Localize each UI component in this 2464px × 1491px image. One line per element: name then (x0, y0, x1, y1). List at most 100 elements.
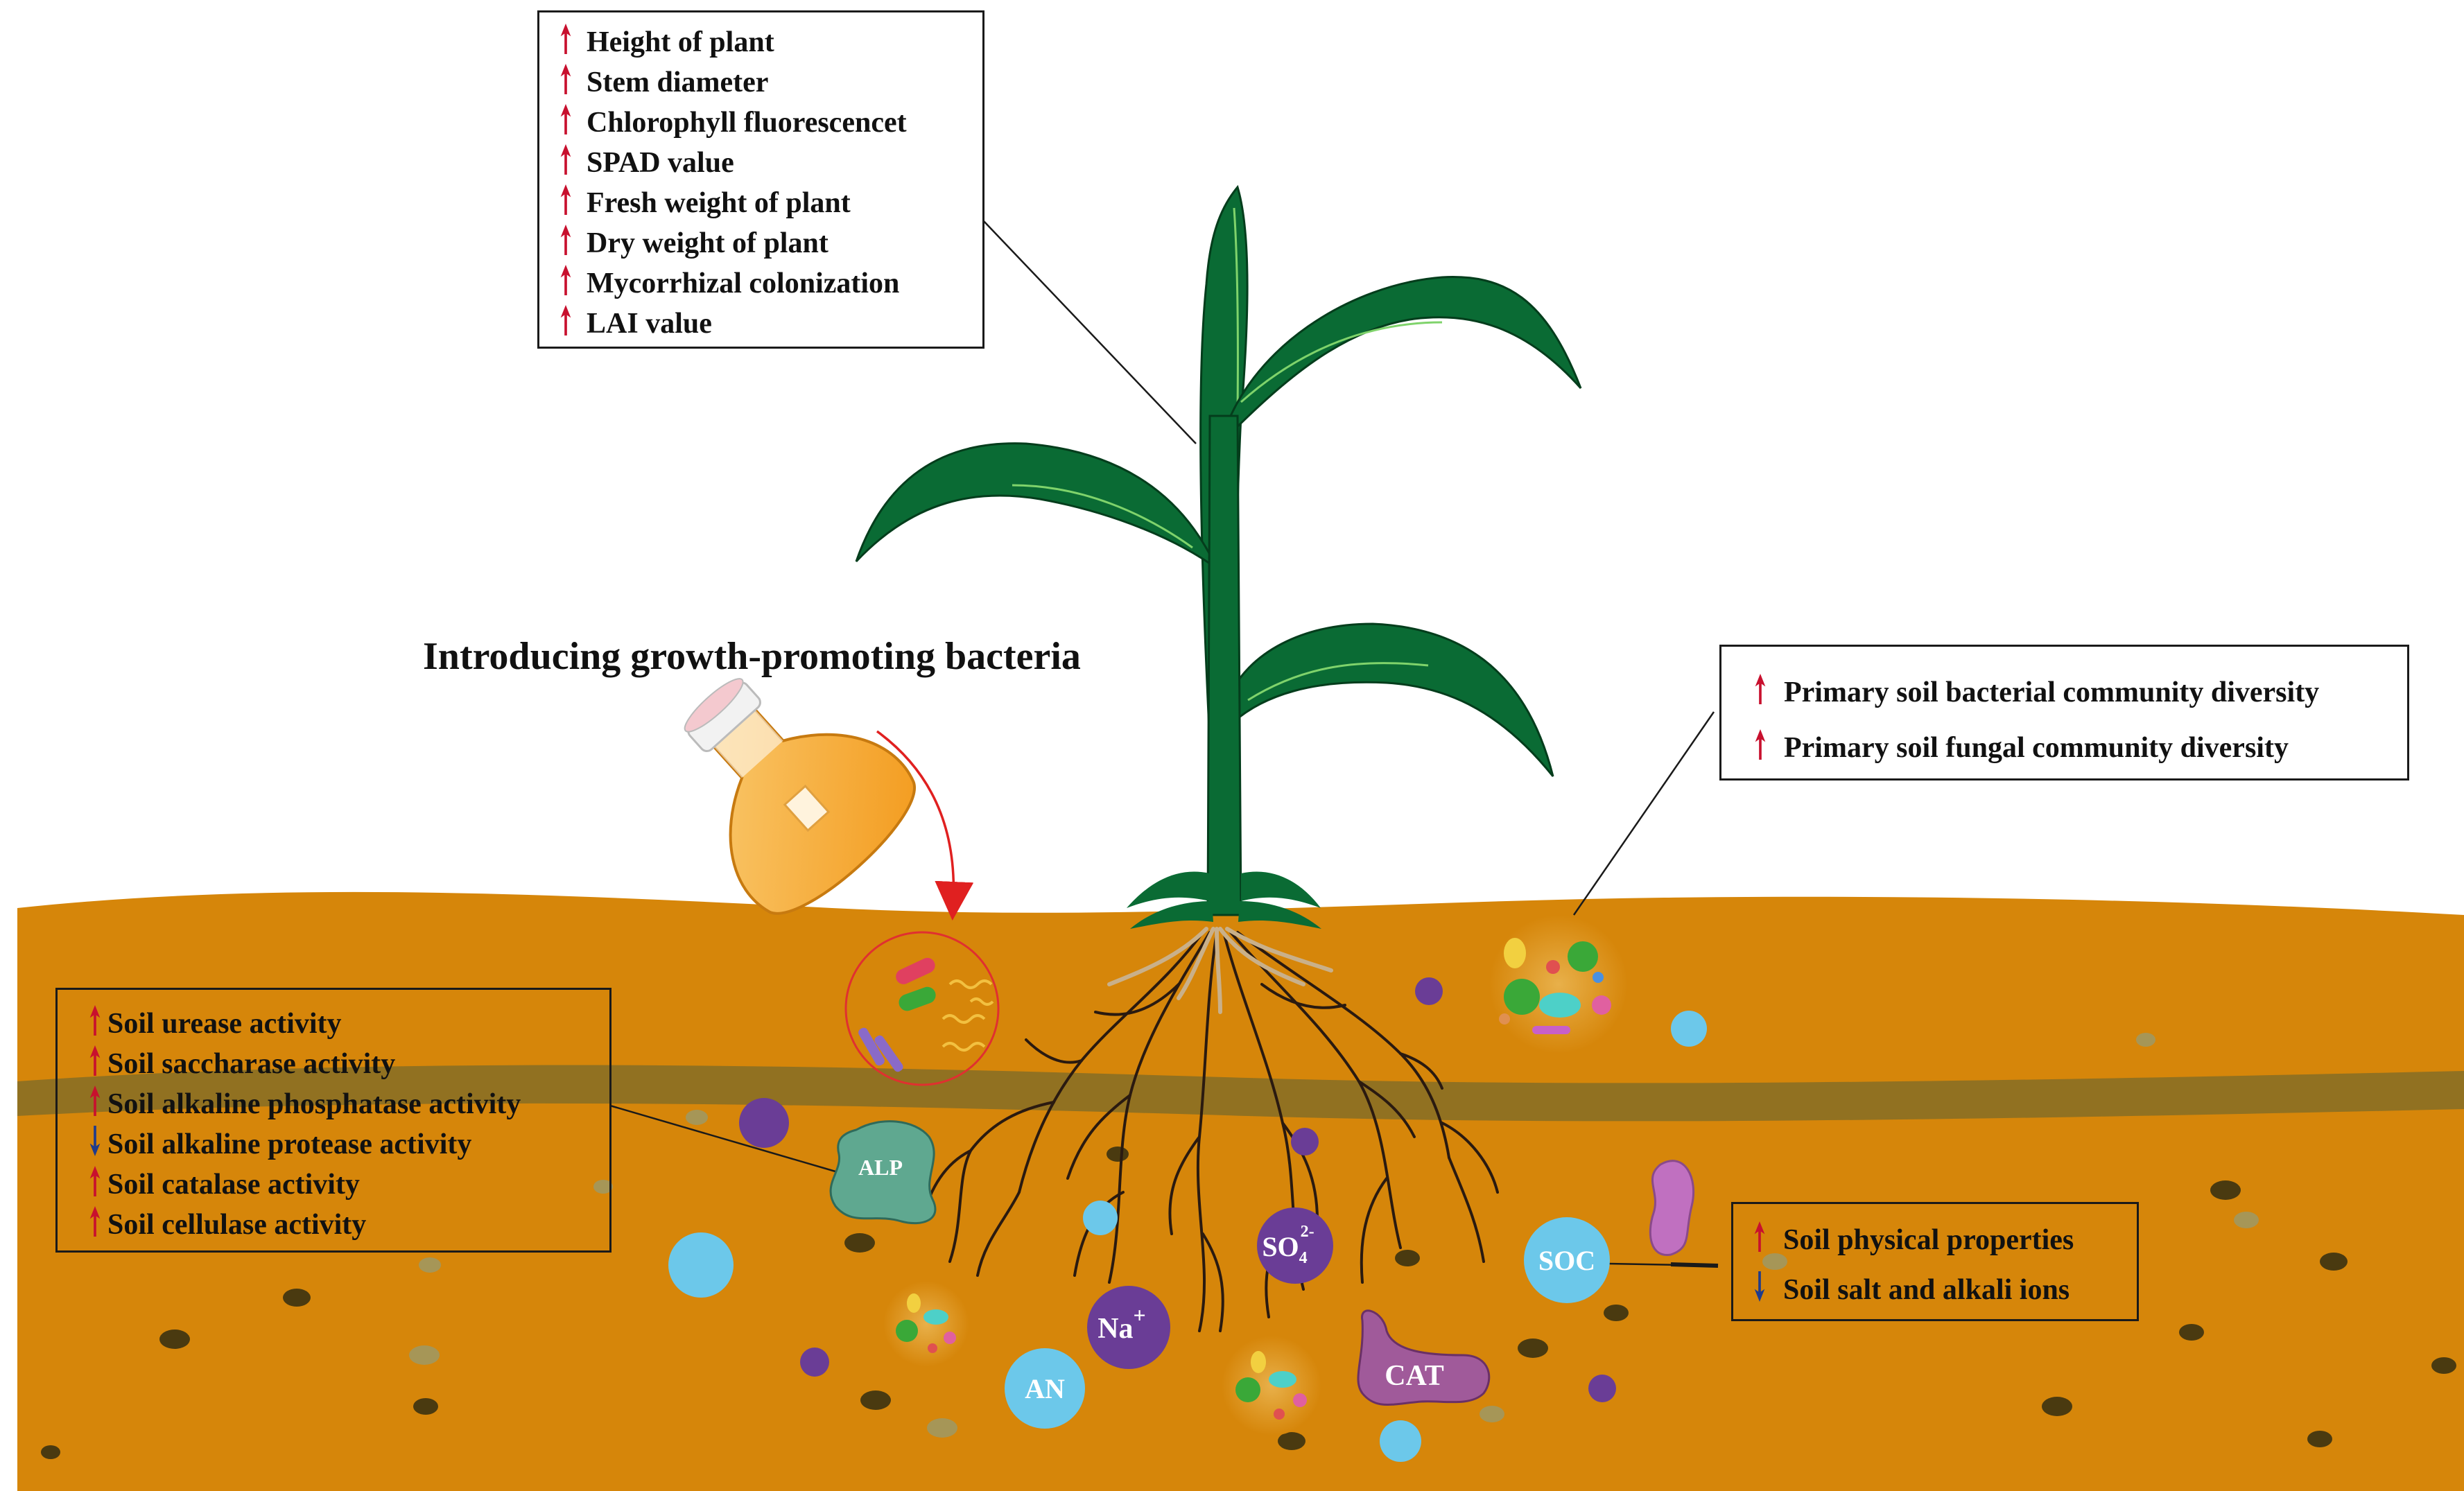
enzyme-item: Soil alkaline phosphatase activity (88, 1084, 609, 1124)
microbe-cluster (1489, 915, 1628, 1054)
enzyme-item: Soil urease activity (88, 1004, 609, 1044)
up-arrow-icon (1753, 729, 1767, 767)
soil-band (17, 1065, 2464, 1122)
inoculated-bacteria (844, 931, 1000, 1086)
plant-trait-label: Dry weight of plant (587, 227, 828, 259)
up-arrow-icon (559, 304, 573, 343)
enzyme-label: Soil cellulase activity (107, 1209, 367, 1241)
up-arrow-icon (1753, 673, 1767, 712)
up-arrow-icon (559, 184, 573, 223)
up-arrow-icon (1753, 1221, 1767, 1259)
plant-leaves (855, 184, 1582, 929)
microbial-diversity-list: Primary soil bacterial community diversi… (1753, 665, 2407, 776)
soil-property-item: Soil salt and alkali ions (1753, 1265, 2137, 1315)
microbe-cluster-small-left (883, 1281, 969, 1367)
svg-text:Na+: Na+ (1097, 1302, 1146, 1345)
an-nutrient: AN (1005, 1348, 1085, 1429)
plant-trait-item: Chlorophyll fluorescencet (559, 103, 982, 143)
na-superscript: + (1134, 1302, 1146, 1327)
plant-trait-item: SPAD value (559, 143, 982, 183)
inoculation-arrow (876, 730, 974, 921)
leaf-upper-right (1217, 276, 1582, 448)
enzyme-label: Soil urease activity (107, 1008, 342, 1040)
cat-label: CAT (1385, 1360, 1444, 1392)
enzyme-item: Soil alkaline protease activity (88, 1124, 609, 1165)
down-arrow-icon (1753, 1271, 1767, 1309)
microbial-diversity-box: Primary soil bacterial community diversi… (1719, 645, 2409, 781)
diversity-label: Primary soil bacterial community diversi… (1784, 677, 2320, 708)
plant-trait-item: Fresh weight of plant (559, 183, 982, 223)
plant-trait-label: LAI value (587, 308, 712, 340)
soc-thick-line (1670, 1262, 1719, 1268)
plant-trait-item: LAI value (559, 304, 982, 344)
up-arrow-icon (88, 1004, 102, 1043)
an-label: AN (1025, 1373, 1065, 1404)
plant-stem (1206, 415, 1242, 916)
diversity-item: Primary soil fungal community diversity (1753, 720, 2407, 776)
alp-label: ALP (858, 1155, 903, 1180)
enzyme-label: Soil alkaline phosphatase activity (107, 1088, 521, 1120)
soc-label: SOC (1538, 1245, 1595, 1276)
enzyme-label: Soil alkaline protease activity (107, 1128, 472, 1160)
alp-enzyme: ALP (829, 1120, 937, 1225)
up-arrow-icon (88, 1205, 102, 1244)
enzyme-item: Soil catalase activity (88, 1165, 609, 1205)
so4-label: SO (1262, 1231, 1299, 1262)
plant-trait-item: Mycorrhizal colonization (559, 263, 982, 304)
so4-superscript: 2- (1301, 1223, 1315, 1241)
up-arrow-icon (559, 143, 573, 182)
plant-trait-label: SPAD value (587, 147, 734, 179)
na-ion: Na+ (1087, 1286, 1170, 1369)
so4-subscript: 4 (1299, 1249, 1308, 1267)
enzyme-label: Soil catalase activity (107, 1169, 360, 1201)
soil-layer (17, 891, 2464, 1491)
diversity-item: Primary soil bacterial community diversi… (1753, 665, 2407, 720)
soc-nutrient: SOC (1524, 1217, 1610, 1303)
soil-property-label: Soil salt and alkali ions (1783, 1274, 2070, 1306)
plant-roots (921, 931, 1499, 1332)
enzyme-item: Soil saccharase activity (88, 1044, 609, 1084)
up-arrow-icon (88, 1165, 102, 1204)
plant-trait-label: Mycorrhizal colonization (587, 268, 900, 299)
bean-molecule (1649, 1160, 1695, 1256)
plant-trait-item: Dry weight of plant (559, 223, 982, 263)
plant-trait-label: Fresh weight of plant (587, 187, 851, 219)
soil-specks-light (409, 1033, 2259, 1438)
plant-trait-label: Chlorophyll fluorescencet (587, 107, 907, 139)
up-arrow-icon (559, 63, 573, 102)
down-arrow-icon (88, 1125, 102, 1164)
plant-trait-label: Stem diameter (587, 67, 769, 98)
plant-root-base (1107, 927, 1333, 1014)
svg-text:SO42-: SO4 2- (1262, 1223, 1314, 1267)
diversity-label: Primary soil fungal community diversity (1784, 732, 2289, 764)
up-arrow-icon (88, 1045, 102, 1083)
leaf-lower-right (1226, 622, 1554, 777)
plant-trait-item: Height of plant (559, 22, 982, 62)
leaf-left (855, 442, 1220, 572)
na-label: Na (1097, 1313, 1133, 1345)
enzyme-label: Soil saccharase activity (107, 1048, 396, 1080)
up-arrow-icon (88, 1085, 102, 1124)
soil-specks (41, 1146, 2456, 1459)
plant-trait-label: Height of plant (587, 26, 774, 58)
soil-ions (668, 977, 1707, 1462)
diagram-title: Introducing growth-promoting bacteria (423, 635, 1081, 678)
enzyme-item: Soil cellulase activity (88, 1205, 609, 1245)
soil-property-label: Soil physical properties (1783, 1224, 2074, 1256)
up-arrow-icon (559, 103, 573, 142)
up-arrow-icon (559, 264, 573, 303)
so4-ion: SO4 2- (1257, 1207, 1333, 1284)
soil-property-item: Soil physical properties (1753, 1215, 2137, 1265)
culture-flask-icon (684, 678, 916, 915)
microbe-cluster-small-center (1222, 1336, 1321, 1436)
plant-trait-item: Stem diameter (559, 62, 982, 103)
up-arrow-icon (559, 224, 573, 263)
